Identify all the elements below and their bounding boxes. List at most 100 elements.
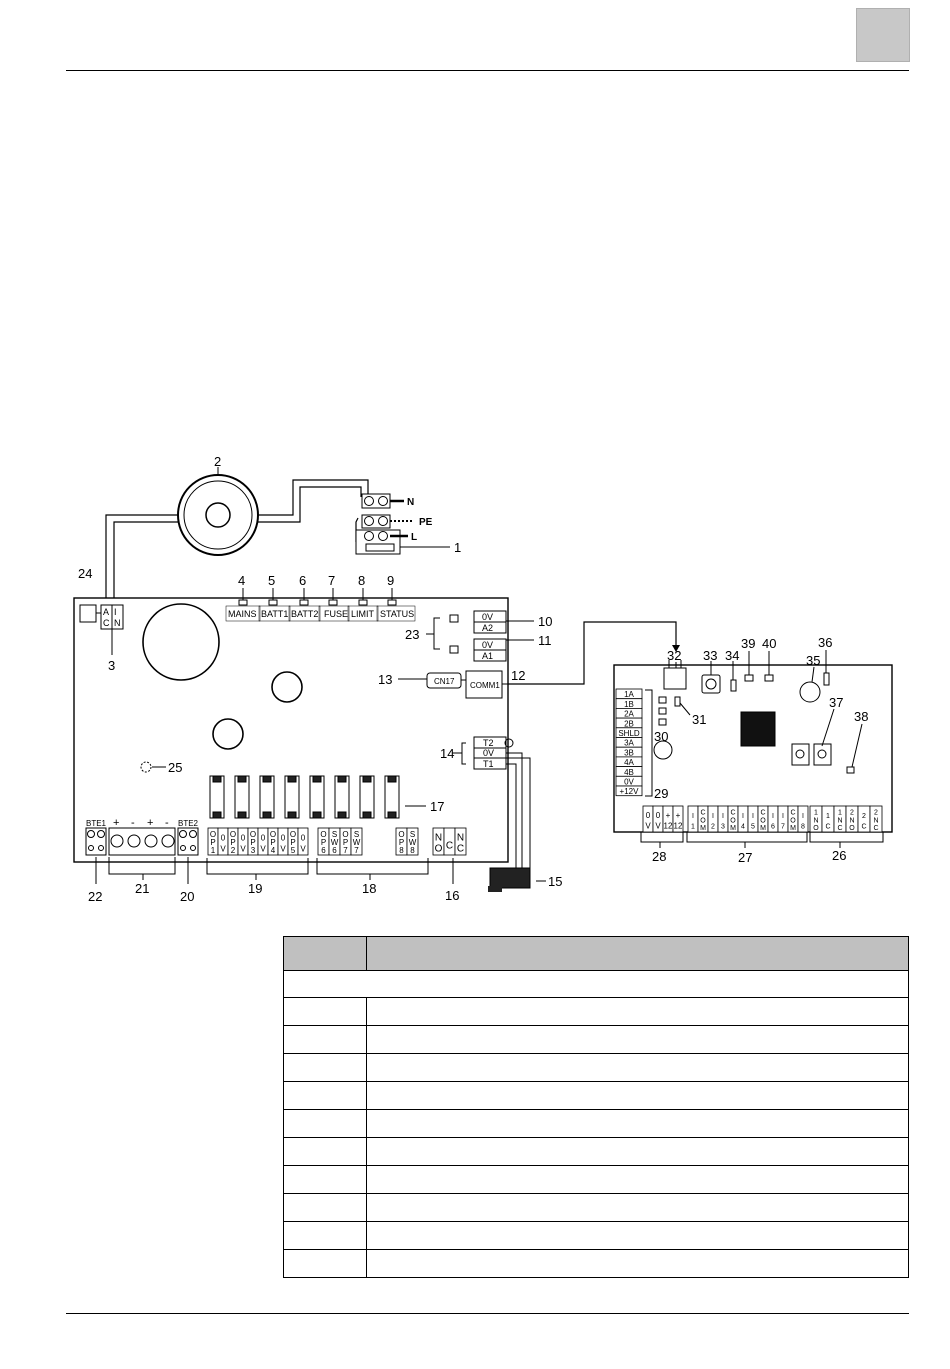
sw-terminal-char: P <box>321 838 326 847</box>
sw-terminal-char: O <box>342 830 348 839</box>
power-terminal-char: V <box>645 822 651 831</box>
sw-terminal-char: P <box>343 838 348 847</box>
output-terminal-char: N <box>837 817 842 824</box>
callout-26: 26 <box>832 848 846 863</box>
relay-terminal-char: O <box>435 844 443 855</box>
table-cell-description <box>366 1053 909 1082</box>
table-header-row <box>283 936 909 971</box>
input-terminal-char: M <box>790 825 796 832</box>
input-terminal-char: O <box>760 817 766 824</box>
batt1-plus: + <box>113 817 119 829</box>
input-terminal-char: I <box>712 813 714 820</box>
callout-36: 36 <box>818 635 832 650</box>
bus-terminal-label: 3A <box>624 739 634 748</box>
op-terminal-cell <box>297 827 309 856</box>
callout-23: 23 <box>405 627 419 642</box>
component-key-table <box>283 936 909 1278</box>
table-section-row <box>283 970 909 998</box>
input-terminal-char: C <box>760 810 765 817</box>
output-terminal-char: N <box>813 817 818 824</box>
wiring-diagram: N PE L A I C N MAINS BATT1 BATT2 FUSE LI… <box>73 454 893 904</box>
op-terminal-char: O <box>210 830 216 839</box>
input-terminal-char: C <box>700 810 705 817</box>
table-cell-description <box>366 1249 909 1278</box>
tamper-t2: T2 <box>483 738 494 748</box>
a2-label: A2 <box>482 623 493 633</box>
op-terminal-char: O <box>270 830 276 839</box>
table-cell-number <box>283 1081 367 1110</box>
transformer-wires <box>105 479 369 605</box>
callout-27: 27 <box>738 850 752 865</box>
callout-20: 20 <box>180 889 194 904</box>
output-terminal-char: C <box>837 825 842 832</box>
bte1-label: BTE1 <box>86 819 107 828</box>
callout-8: 8 <box>358 573 365 588</box>
interface-module-board <box>613 664 893 833</box>
sw-terminal-char: 6 <box>321 846 326 855</box>
output-terminal-char: C <box>873 825 878 832</box>
op-terminal-char: V <box>220 845 226 854</box>
aux-output-terminals <box>426 610 507 662</box>
table-row <box>283 1081 909 1110</box>
table-cell-description <box>366 1081 909 1110</box>
op-terminal-char: O <box>250 830 256 839</box>
input-terminal-cell <box>797 805 809 833</box>
callout-3: 3 <box>108 658 115 673</box>
table-cell-description <box>366 1109 909 1138</box>
bus-terminal-label: SHLD <box>618 729 640 738</box>
sw-terminal-char: W <box>409 838 417 847</box>
relay-terminal-char: N <box>435 832 442 843</box>
sw-terminal-char: S <box>332 830 337 839</box>
table-cell-number <box>283 1053 367 1082</box>
sw-terminal-char: S <box>410 830 415 839</box>
table-row <box>283 1025 909 1054</box>
op-terminal-char: 3 <box>251 846 256 855</box>
callout-24: 24 <box>78 566 92 581</box>
led-label-status: STATUS <box>380 609 414 619</box>
relay-terminal-cell <box>454 827 467 856</box>
callout-13: 13 <box>378 672 392 687</box>
table-cell-number <box>283 1193 367 1222</box>
input-terminal-char: 7 <box>781 824 785 831</box>
a1-0v: 0V <box>482 640 493 650</box>
op-terminal-char: P <box>290 838 295 847</box>
callout-21: 21 <box>135 881 149 896</box>
comm1-label: COMM1 <box>470 681 500 690</box>
sw-terminal-char: W <box>331 838 339 847</box>
tamper-terminals <box>452 736 531 878</box>
sw-terminal-char: O <box>398 830 404 839</box>
table-row <box>283 997 909 1026</box>
callout-29: 29 <box>654 786 668 801</box>
mains-terminal-block <box>355 493 450 555</box>
callout-5: 5 <box>268 573 275 588</box>
input-terminal-char: I <box>802 813 804 820</box>
led-label-fuse: FUSE <box>324 609 348 619</box>
callout-25: 25 <box>168 760 182 775</box>
callout-39: 39 <box>741 636 755 651</box>
input-terminal-char: I <box>742 813 744 820</box>
input-terminal-char: 8 <box>801 824 805 831</box>
op-terminal-char: 2 <box>231 846 236 855</box>
bracket-18 <box>316 858 429 875</box>
op-terminal-char: V <box>300 845 306 854</box>
input-terminal-char: 3 <box>721 824 725 831</box>
bus-terminal-label: +12V <box>620 787 640 796</box>
callout-22: 22 <box>88 889 102 904</box>
power-terminal-char: 0 <box>646 811 651 820</box>
chapter-tab <box>856 8 910 62</box>
cn17-label: CN17 <box>434 677 455 686</box>
bus-terminal-label: 3B <box>624 748 634 757</box>
ac-label-c: C <box>103 618 110 628</box>
sw-terminal-char: 8 <box>399 846 404 855</box>
sw-terminal-char: O <box>320 830 326 839</box>
table-cell-description <box>366 1165 909 1194</box>
callout-9: 9 <box>387 573 394 588</box>
table-cell-number <box>283 1137 367 1166</box>
table-section-cell <box>283 970 909 998</box>
op-terminal-char: V <box>260 845 266 854</box>
bus-terminal-label: 2A <box>624 710 634 719</box>
ac-label-n: N <box>114 618 121 628</box>
callout-31: 31 <box>692 712 706 727</box>
power-terminal-char: 12 <box>674 822 683 831</box>
